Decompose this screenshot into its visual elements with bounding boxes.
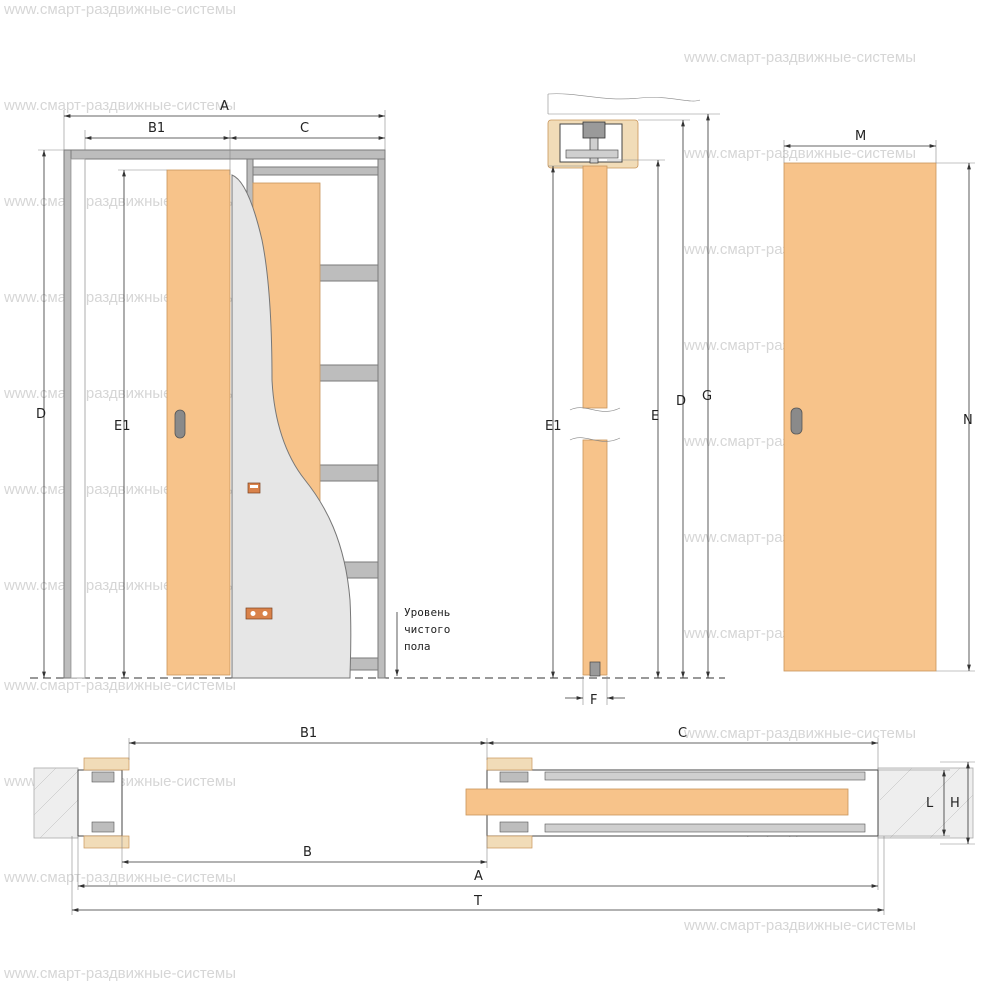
dim-label-side-d: D [676,394,686,409]
watermark: www.смарт-раздвижные-системы [3,965,236,982]
casing [486,757,533,771]
jamb-clip [499,821,529,833]
dim-label-e1: E1 [114,419,131,434]
frame-top [63,149,386,160]
dim-label-plan-b1: B1 [300,726,317,741]
wall-right [877,767,974,839]
trolley-icon [582,121,606,139]
door-plan [465,788,849,816]
watermark: www.смарт-раздвижные-системы [3,1,236,18]
dim-label-c: C [300,121,309,136]
dim-label-h: H [950,796,960,811]
break-line [569,407,621,412]
door-handle [174,409,186,439]
hatch [39,799,79,839]
dim-label-plan-c: C [678,726,687,741]
socket-hole [250,611,256,616]
dim-label-d: D [36,407,46,422]
watermark: www.смарт-раздвижные-системы [3,869,236,886]
ceiling-break [547,93,701,102]
watermark: www.смарт-раздвижные-системы [683,725,916,742]
hatch [889,767,961,839]
dim-label-g: G [702,389,712,404]
side-view: E1 E D G F [545,93,720,708]
dim-label-n: N [963,413,973,428]
double-socket-icon [245,607,273,620]
hatch [33,770,79,816]
casing [486,835,533,849]
floor-note-line3: пола [404,640,431,653]
jamb-clip [91,771,115,783]
plan-view: B1 C B A T L H [33,726,975,915]
cassette-sheet [544,771,866,781]
casing [83,835,130,849]
dim-label-l: L [926,796,934,811]
frame-left-post [63,149,72,679]
jamb-profile [70,158,86,679]
cassette-sheet [544,823,866,833]
watermark: www.смарт-раздвижные-системы [3,97,236,114]
door-edge-upper [582,165,608,409]
front-view: A B1 C D E1 Уровень чистого пола [30,99,725,679]
dim-label-b1: B1 [148,121,165,136]
watermark: www.смарт-раздвижные-системы [683,917,916,934]
hatch [879,767,913,801]
dim-label-side-e1: E1 [545,419,562,434]
frame-right-post [377,158,386,679]
hatch [33,767,57,791]
socket-detail [250,485,258,488]
dim-label-m: M [855,129,866,144]
door-leaf-panel [783,162,937,672]
watermark: www.смарт-раздвижные-системы [683,145,916,162]
dim-label-e: E [651,409,659,424]
door-handle [790,407,803,435]
floor-note-line2: чистого [404,623,450,636]
hatch [929,794,974,839]
floor-guide-icon [589,661,601,677]
dim-label-t: T [473,894,482,909]
floor-note-line1: Уровень [404,606,450,619]
track-bottom [565,149,619,159]
watermark: www.смарт-раздвижные-системы [683,49,916,66]
door-leaf-view: M N [783,129,975,672]
socket-hole [262,611,268,616]
door-edge-lower [582,439,608,676]
jamb-clip [499,771,529,783]
wall-left [33,767,79,839]
dim-label-f: F [590,693,597,708]
break-line [569,437,621,442]
casing [83,757,130,771]
dim-label-b: B [303,845,312,860]
dim-label-a: A [220,99,229,114]
plaster-board-cutaway [231,174,352,679]
cassette-stud [252,166,379,176]
watermark: www.смарт-раздвижные-системы [3,677,236,694]
dim-label-plan-a: A [474,869,483,884]
jamb-clip [91,821,115,833]
